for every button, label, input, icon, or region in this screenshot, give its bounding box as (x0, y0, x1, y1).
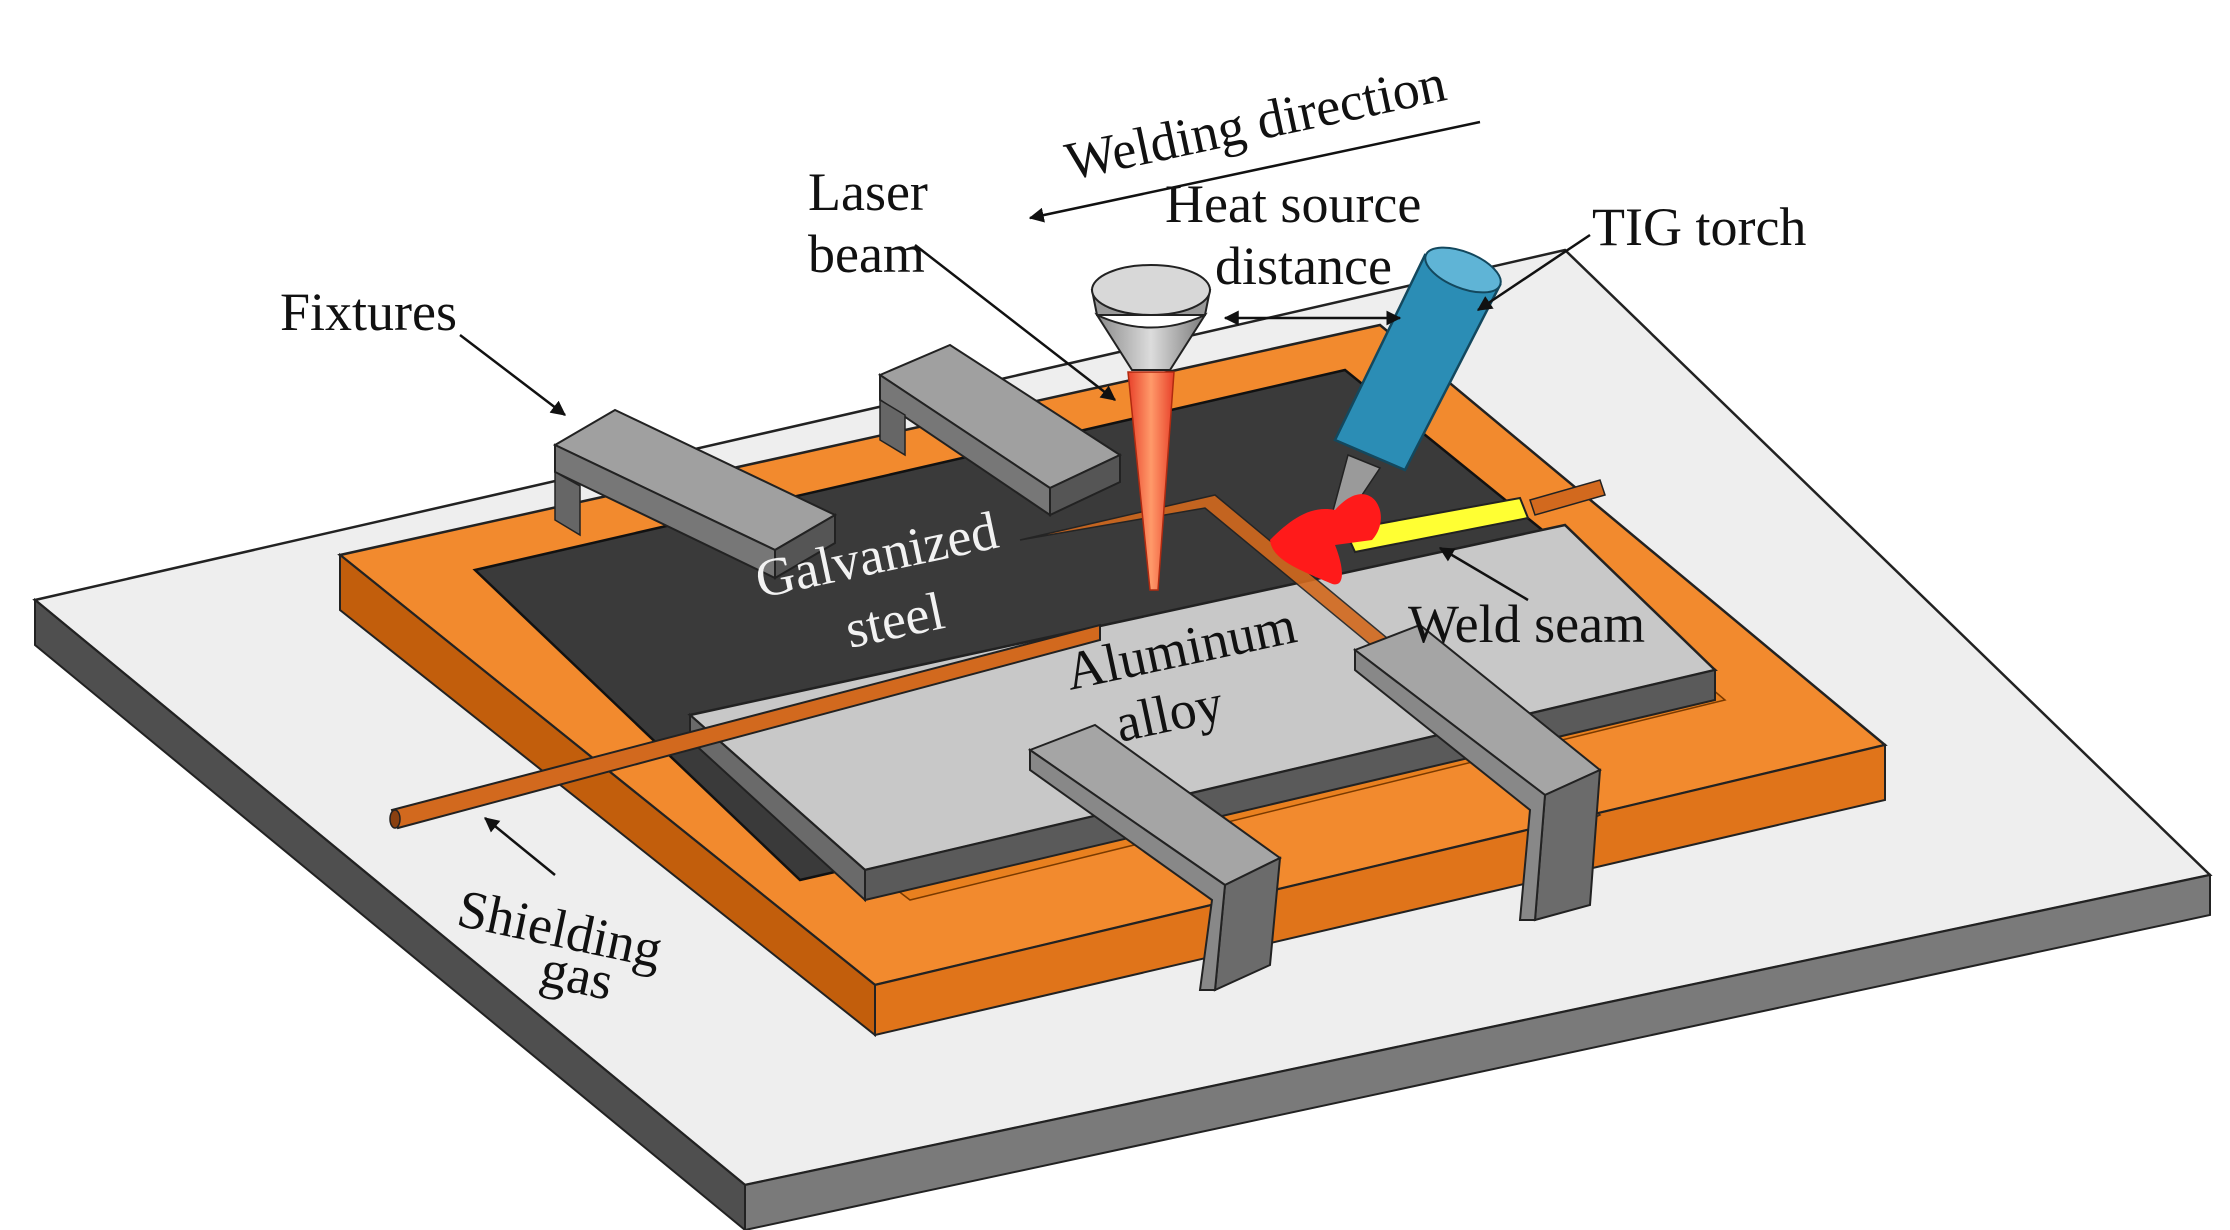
fixture-front-right (1352, 623, 1602, 922)
label-fixtures: Fixtures (280, 282, 457, 342)
fixture-rear-right (877, 343, 1123, 517)
fixture-front-left (1027, 723, 1282, 992)
fixtures-leader (459, 334, 566, 416)
annotation-arrows (459, 120, 1591, 876)
fixture-rear-left (552, 408, 838, 580)
label-tig-torch: TIG torch (1592, 197, 1806, 257)
label-heat-source-2: distance (1215, 236, 1392, 296)
tig-torch-leader (1476, 233, 1591, 312)
base-plate-left-side (34, 597, 746, 1230)
weld-seam-leader (1438, 546, 1529, 602)
welding-direction-arrow (1028, 120, 1481, 223)
weld-seam (1343, 496, 1530, 554)
label-laser-beam-1: Laser (808, 162, 928, 222)
welding-arc (1270, 494, 1381, 585)
label-weld-seam: Weld seam (1408, 594, 1645, 654)
label-shielding-2: gas (536, 938, 619, 1012)
laser-beam (1127, 371, 1175, 591)
label-heat-source-1: Heat source (1165, 174, 1421, 234)
laser-beam-leader (914, 244, 1116, 401)
laser-head (1090, 264, 1212, 371)
shielding-gas-pipe (389, 479, 1606, 830)
label-laser-beam-2: beam (808, 224, 925, 284)
base-plate-front-side (744, 873, 2211, 1230)
shielding-gas-leader (484, 817, 556, 876)
